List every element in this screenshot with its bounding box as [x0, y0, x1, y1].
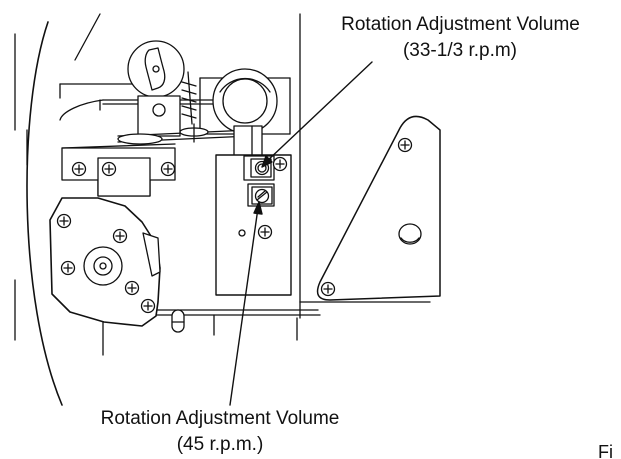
leader-arrows	[229, 61, 373, 406]
shaft-pin	[171, 309, 185, 333]
callout-33rpm-title: Rotation Adjustment Volume	[341, 14, 580, 35]
arrow-45rpm-leader	[229, 207, 259, 406]
right-cover-plate	[316, 115, 441, 301]
motor-bracket	[61, 143, 176, 197]
drive-pulley-assembly	[127, 40, 291, 137]
callout-45rpm-title: Rotation Adjustment Volume	[100, 408, 340, 429]
figure-label: Fi	[598, 442, 613, 459]
speed-control-board	[215, 154, 292, 296]
callout-33rpm-speed: (33-1/3 r.p.m)	[402, 40, 518, 61]
motor-plate	[49, 197, 161, 327]
callout-45rpm-speed: (45 r.p.m.)	[176, 434, 264, 455]
arrow-33rpm-head	[261, 155, 273, 168]
arrow-45rpm-head	[253, 201, 263, 215]
arrow-33rpm-leader	[265, 61, 373, 163]
